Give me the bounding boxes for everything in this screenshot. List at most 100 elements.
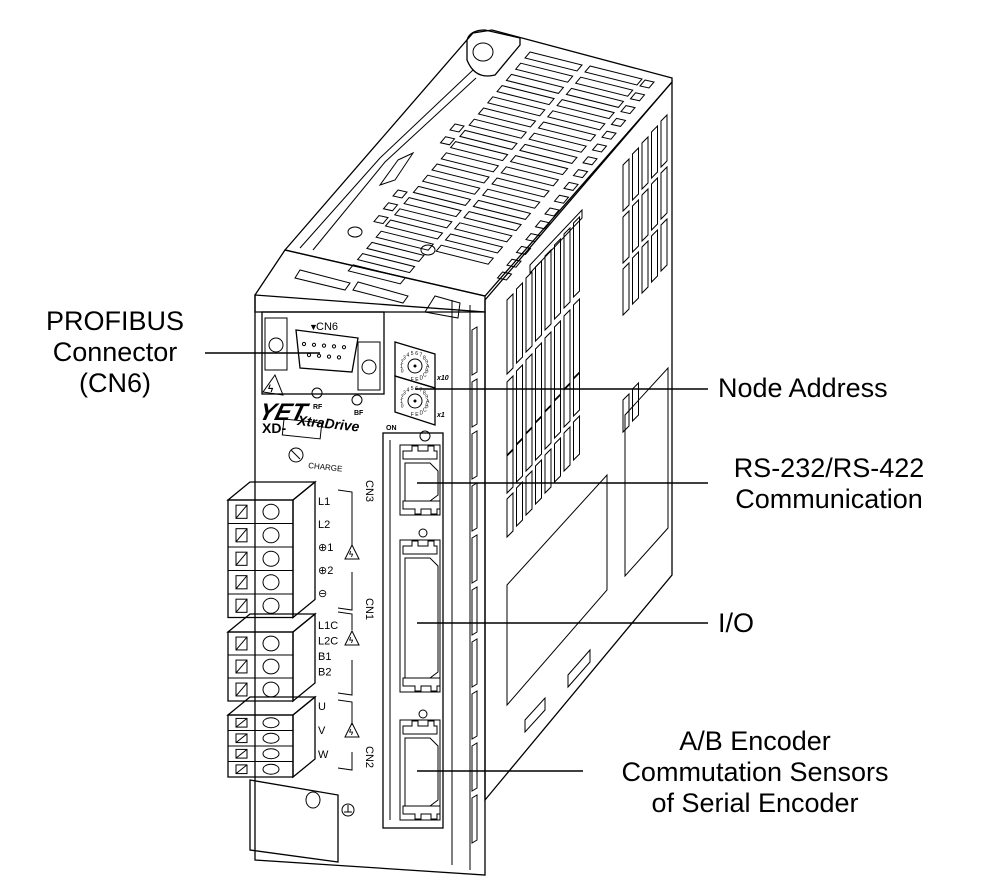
top-vent-squares bbox=[373, 79, 655, 281]
dial-digit: E bbox=[415, 412, 419, 418]
dsub-pin bbox=[331, 344, 337, 349]
side-vent-slot bbox=[471, 690, 478, 740]
node-address-switches: x10 x1 0123456789ABCDEF0123456789ABCDEF bbox=[394, 341, 449, 426]
vent-slot bbox=[459, 129, 518, 150]
lightning-glyph: ϟ bbox=[349, 636, 354, 645]
vent-slot bbox=[356, 253, 416, 274]
side-vent-slot bbox=[632, 381, 639, 423]
terminal-screw-slot bbox=[235, 717, 248, 728]
dial-digit: 0 bbox=[401, 403, 404, 409]
lightning-glyph: ϟ bbox=[349, 550, 354, 559]
side-vent-slots bbox=[506, 113, 668, 539]
lightning-glyph: ϟ bbox=[349, 728, 354, 737]
warning-icon bbox=[262, 373, 284, 396]
svg-text:▼: ▼ bbox=[309, 322, 318, 332]
side-vent-slot bbox=[506, 292, 514, 376]
terminal-block-top bbox=[226, 613, 317, 633]
terminal-screw-slot bbox=[235, 598, 248, 613]
dial-digit: A bbox=[426, 399, 430, 405]
terminal-label: L2C bbox=[318, 636, 338, 648]
terminal-screw-slot bbox=[235, 551, 248, 566]
dsub-pin bbox=[306, 352, 312, 358]
dsub-pin bbox=[311, 342, 317, 347]
rotary-switch-x1[interactable] bbox=[407, 393, 423, 409]
terminal-block bbox=[227, 499, 294, 619]
vent-square bbox=[515, 245, 532, 255]
right-side-face bbox=[484, 80, 673, 802]
vent-square bbox=[392, 189, 408, 199]
connector-frame bbox=[399, 539, 441, 693]
vent-slot bbox=[403, 197, 462, 218]
side-vent-slot bbox=[525, 270, 533, 354]
vent-slot bbox=[519, 143, 578, 164]
dial-digit: 7 bbox=[420, 388, 423, 394]
callout-encoder: A/B Encoder Commutation Sensors of Seria… bbox=[621, 726, 889, 818]
profibus-dsub-connector bbox=[295, 329, 359, 373]
dial-digit: C bbox=[423, 407, 427, 413]
side-vent-slot bbox=[554, 237, 561, 321]
front-face: CN6 ▼ ϟ YET XtraDrive XD- RF BF x10 x1 0… bbox=[226, 294, 486, 876]
vent-slot bbox=[574, 76, 634, 97]
screw-hole bbox=[418, 709, 428, 719]
terminal-block-side bbox=[292, 612, 316, 703]
led-bf bbox=[351, 394, 363, 406]
connector-frame bbox=[399, 444, 441, 516]
terminal-screw bbox=[262, 503, 280, 520]
dsub-pin bbox=[301, 341, 307, 347]
side-vent-slot bbox=[632, 146, 639, 202]
side-vent-slot bbox=[506, 447, 514, 495]
dial-digit: 2 bbox=[401, 360, 404, 366]
side-vent-slot bbox=[471, 378, 478, 428]
dial-digit: A bbox=[426, 364, 430, 370]
dial-digit: 4 bbox=[407, 353, 410, 359]
terminal-screw bbox=[262, 732, 280, 744]
vent-square bbox=[639, 79, 655, 89]
high-voltage-warning-icon bbox=[344, 721, 360, 738]
terminal-screw bbox=[262, 597, 280, 614]
vent-square bbox=[534, 220, 551, 230]
side-vent-slot bbox=[563, 226, 571, 310]
model-prefix: XD- bbox=[262, 420, 286, 436]
top-screw-hole bbox=[420, 244, 436, 256]
terminal-screw bbox=[262, 550, 280, 567]
vent-slot bbox=[524, 51, 583, 72]
terminal-label: L1C bbox=[318, 620, 338, 632]
terminal-block bbox=[227, 631, 294, 702]
on-label: ON bbox=[386, 425, 397, 432]
vent-square bbox=[601, 130, 617, 140]
vent-slot bbox=[393, 208, 453, 229]
vent-slot bbox=[500, 166, 560, 187]
top-screw-hole bbox=[347, 226, 363, 238]
dial-digit: 9 bbox=[425, 395, 428, 401]
svg-text:RF: RF bbox=[313, 404, 323, 411]
side-vent-slot bbox=[554, 436, 561, 484]
terminal-block-top bbox=[226, 481, 317, 501]
charge-label: CHARGE bbox=[308, 461, 343, 474]
side-vent-slot bbox=[516, 480, 523, 528]
vent-slot bbox=[440, 152, 500, 173]
side-vent-slot bbox=[573, 215, 580, 299]
svg-text:x1: x1 bbox=[436, 412, 445, 419]
vent-square bbox=[553, 194, 570, 204]
side-vent-slot bbox=[525, 425, 533, 473]
connector-frame bbox=[399, 719, 441, 821]
side-vent-slot bbox=[622, 261, 630, 317]
side-vent-slot bbox=[525, 469, 533, 517]
dial-digit: 1 bbox=[400, 364, 403, 370]
cn1-label: CN1 bbox=[363, 598, 375, 620]
terminal-label: L2 bbox=[318, 519, 330, 531]
dsub-pin bbox=[326, 354, 332, 359]
vent-slot bbox=[435, 244, 495, 265]
side-vent-slot bbox=[535, 458, 542, 506]
vent-slot bbox=[472, 199, 532, 220]
rotary-switch-x10[interactable] bbox=[407, 358, 423, 374]
terminal-screw-slot bbox=[235, 764, 248, 775]
vent-slot bbox=[528, 132, 588, 153]
dial-digit: 5 bbox=[411, 386, 414, 392]
side-vent-slot bbox=[535, 414, 542, 462]
side-vent-slot bbox=[471, 430, 478, 480]
vent-slot bbox=[486, 96, 546, 117]
terminal-blocks bbox=[226, 480, 317, 779]
dial-digit: 8 bbox=[423, 356, 426, 362]
